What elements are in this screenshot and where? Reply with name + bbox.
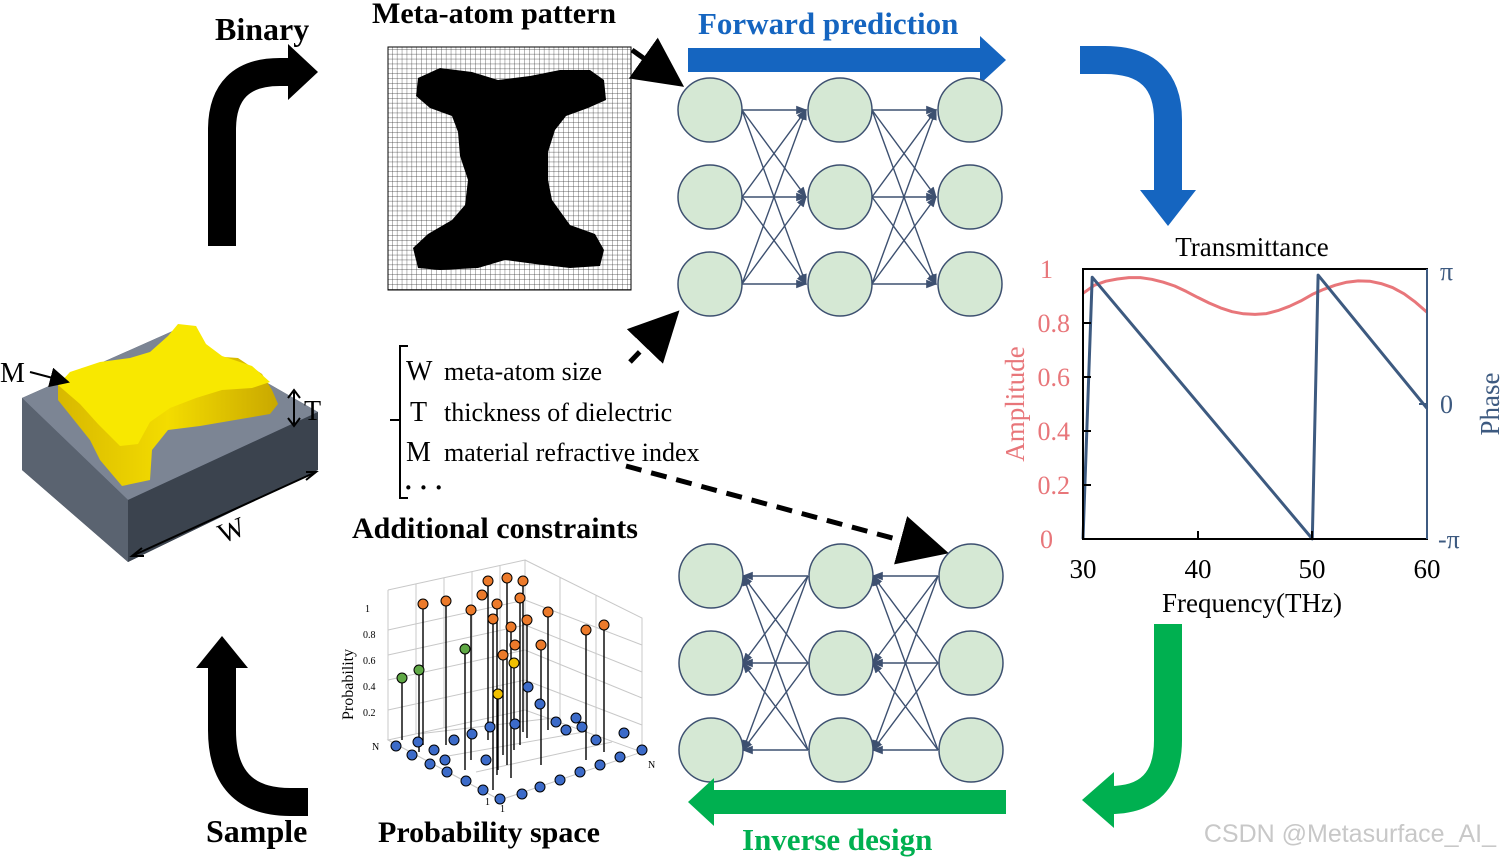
- y-tick: 1: [1040, 255, 1053, 284]
- constraint-symbol: T: [410, 397, 427, 428]
- chart-x-ticks: 30 40 50 60: [1070, 554, 1441, 584]
- binary-arrow: [208, 44, 318, 246]
- sample-arrow: [196, 636, 308, 816]
- y-tick: 0.6: [1038, 363, 1071, 392]
- prob-tick: 0.4: [363, 682, 376, 693]
- y-tick: 0.8: [1038, 309, 1071, 338]
- inverse-design-label: Inverse design: [742, 822, 932, 857]
- model-dimension-lines: [29, 367, 319, 557]
- constraint-text: thickness of dielectric: [444, 398, 672, 427]
- constraints-to-inverse-arrow: [625, 463, 949, 565]
- chart-y2label: Phase: [1475, 372, 1500, 435]
- constraints-list: W meta-atom size T thickness of dielectr…: [404, 356, 700, 502]
- prob-axis-n-right: N: [648, 760, 655, 771]
- y-tick: 0.2: [1038, 471, 1071, 500]
- x-tick: 40: [1185, 554, 1212, 584]
- forward-to-chart-arrow: [1080, 46, 1196, 226]
- watermark: CSDN @Metasurface_AI_: [1204, 820, 1497, 848]
- nn-node: [938, 630, 1004, 696]
- nn-node: [938, 543, 1004, 609]
- sample-label: Sample: [206, 813, 307, 849]
- inverse-network: [678, 543, 1004, 783]
- additional-constraints-label: Additional constraints: [352, 512, 638, 545]
- probability-axis-labels: Probability 0.2 0.4 0.6 0.8 1 N N 1 1: [340, 604, 655, 815]
- constraint-text: meta-atom size: [444, 357, 602, 386]
- nn-node: [808, 717, 874, 783]
- nn-node: [678, 543, 744, 609]
- x-tick: 30: [1070, 554, 1097, 584]
- probability-3d-plot: [386, 559, 648, 805]
- nn-node: [677, 251, 743, 317]
- nn-node: [937, 251, 1003, 317]
- nn-node: [808, 543, 874, 609]
- y2-tick: -π: [1438, 525, 1460, 554]
- probability-space-label: Probability space: [378, 816, 600, 849]
- y-tick: 0: [1040, 525, 1053, 554]
- nn-node: [938, 717, 1004, 783]
- nn-node: [937, 77, 1003, 143]
- chart-xlabel: Frequency(THz): [1162, 588, 1342, 618]
- nn-node: [807, 77, 873, 143]
- model-label-t: T: [304, 396, 321, 427]
- chart-title: Transmittance: [1175, 232, 1328, 262]
- prob-axis-one-b: 1: [500, 804, 505, 815]
- prob-tick: 1: [365, 604, 370, 615]
- pattern-to-network-arrow: [628, 37, 685, 87]
- x-tick: 50: [1299, 554, 1326, 584]
- constraint-symbol: W: [406, 356, 433, 387]
- nn-node: [678, 717, 744, 783]
- forward-network: [677, 77, 1003, 317]
- model-label-m: M: [0, 358, 25, 389]
- prob-tick: 0.6: [363, 656, 376, 667]
- chart-frame: [1082, 268, 1428, 540]
- meta-atom-3d-model: [22, 324, 318, 562]
- nn-node: [807, 251, 873, 317]
- meta-atom-shape: [413, 68, 606, 270]
- nn-node: [678, 630, 744, 696]
- nn-node: [677, 164, 743, 230]
- prob-axis-n-left: N: [372, 742, 379, 753]
- inverse-arrow: [688, 778, 1006, 826]
- chart-to-inverse-arrow: [1082, 624, 1182, 828]
- meta-atom-pattern-title: Meta-atom pattern: [372, 0, 616, 30]
- prob-tick: 0.8: [363, 630, 376, 641]
- y2-tick: 0: [1440, 390, 1453, 419]
- series-line-amplitude: [1082, 276, 1428, 316]
- y2-tick: π: [1440, 257, 1453, 286]
- chart-ylabel: Amplitude: [1000, 346, 1030, 462]
- constraint-text: material refractive index: [444, 438, 700, 467]
- forward-arrow: [688, 36, 1006, 84]
- chart-y2-ticks: -π 0 π: [1438, 257, 1460, 554]
- transmittance-chart: [1081, 268, 1429, 541]
- nn-node: [937, 164, 1003, 230]
- prob-tick: 0.2: [363, 708, 376, 719]
- meta-atom-pattern: [387, 46, 632, 291]
- constraints-to-forward-arrow: [626, 310, 680, 364]
- prob-axis-one-a: 1: [485, 797, 490, 808]
- nn-node: [807, 164, 873, 230]
- chart-y-ticks: 0 0.2 0.4 0.6 0.8 1: [1038, 255, 1071, 554]
- y-tick: 0.4: [1038, 417, 1071, 446]
- nn-node: [677, 77, 743, 143]
- x-tick: 60: [1414, 554, 1441, 584]
- nn-node: [808, 630, 874, 696]
- constraint-symbol: M: [406, 437, 431, 468]
- forward-prediction-label: Forward prediction: [698, 6, 958, 41]
- constraint-ellipsis: · · ·: [404, 473, 443, 502]
- prob-ylabel: Probability: [340, 649, 357, 720]
- binary-label: Binary: [215, 11, 309, 47]
- constraints-brace: [390, 345, 408, 499]
